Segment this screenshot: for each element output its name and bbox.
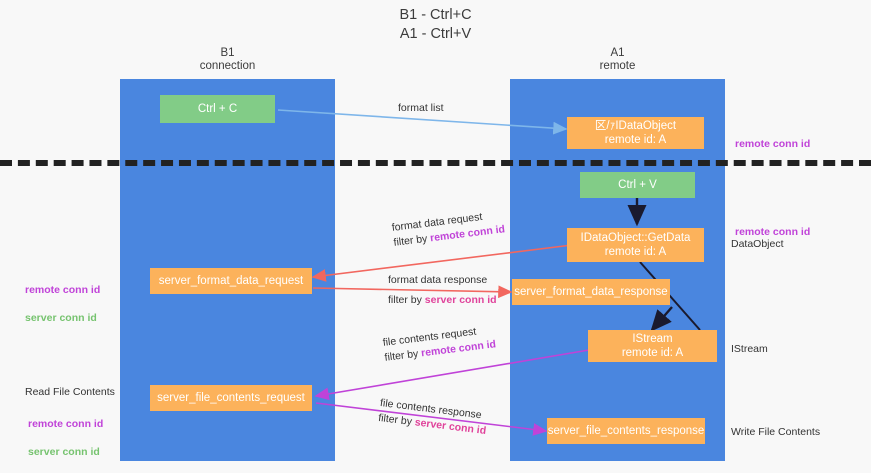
note-right-remote-conn-id-mid: remote conn id: [735, 211, 810, 253]
note-right-write-file-contents: Write File Contents: [731, 426, 821, 438]
note-right-remote-conn-id-top: remote conn id: [735, 123, 810, 165]
filter-prefix: filter by: [383, 347, 422, 364]
lane-header-b1-sub: connection: [199, 60, 256, 72]
box-idataobject-getdata[interactable]: IDataObject::GetData remote id: A: [567, 228, 704, 262]
edge-label-format-data-request-group: format data request filter by remote con…: [391, 207, 506, 250]
edge-label-format-list: format list: [398, 102, 444, 114]
edge-label-file-contents-response-group: file contents response filter by server …: [377, 396, 488, 439]
filter-prefix: filter by: [388, 294, 425, 306]
lane-header-a1: A1 remote: [510, 47, 725, 73]
box-ctrl-v[interactable]: Ctrl + V: [580, 172, 695, 198]
lane-header-a1-sub: remote: [599, 60, 636, 72]
filter-prefix: filter by: [377, 411, 416, 429]
edge-label-file-contents-request-group: file contents request filter by remote c…: [382, 322, 497, 365]
box-ctrl-c[interactable]: Ctrl + C: [160, 95, 275, 123]
note-remote-conn-id: remote conn id: [28, 418, 104, 430]
lane-header-b1-name: B1: [220, 47, 235, 59]
lane-header-b1: B1 connection: [120, 47, 335, 73]
note-left-conn-ids-2: remote conn id server conn id: [28, 403, 103, 473]
note-right-istream: IStream: [731, 343, 768, 355]
note-server-conn-id: server conn id: [28, 446, 100, 458]
note-remote-conn-id: remote conn id: [735, 226, 811, 238]
note-left-read-file-contents: Read File Contents: [25, 386, 115, 398]
box-idataobject-remote[interactable]: 区/ｧIDataObject remote id: A: [567, 117, 704, 149]
lane-header-a1-name: A1: [610, 47, 625, 59]
page-title: B1 - Ctrl+C A1 - Ctrl+V: [399, 7, 472, 42]
box-server-file-contents-request[interactable]: server_file_contents_request: [150, 385, 312, 411]
box-server-file-contents-response[interactable]: server_file_contents_response: [547, 418, 705, 444]
edge-label-format-data-response-group: format data response filter by server co…: [388, 273, 497, 308]
note-server-conn-id: server conn id: [25, 312, 97, 324]
note-remote-conn-id: remote conn id: [25, 284, 101, 296]
filter-key-server-conn-id: server conn id: [424, 294, 497, 306]
note-right-dataobject: DataObject: [731, 238, 784, 250]
filter-prefix: filter by: [392, 232, 431, 249]
edge-label-format-data-response: format data response: [388, 274, 488, 286]
box-server-format-data-response[interactable]: server_format_data_response: [512, 279, 670, 305]
edge-label-format-data-response-filter: filter by server conn id: [388, 293, 497, 308]
note-remote-conn-id: remote conn id: [735, 138, 811, 150]
note-left-conn-ids: remote conn id server conn id: [25, 269, 100, 339]
phase-divider: [0, 160, 871, 166]
box-istream[interactable]: IStream remote id: A: [588, 330, 717, 362]
box-server-format-data-request[interactable]: server_format_data_request: [150, 268, 312, 294]
